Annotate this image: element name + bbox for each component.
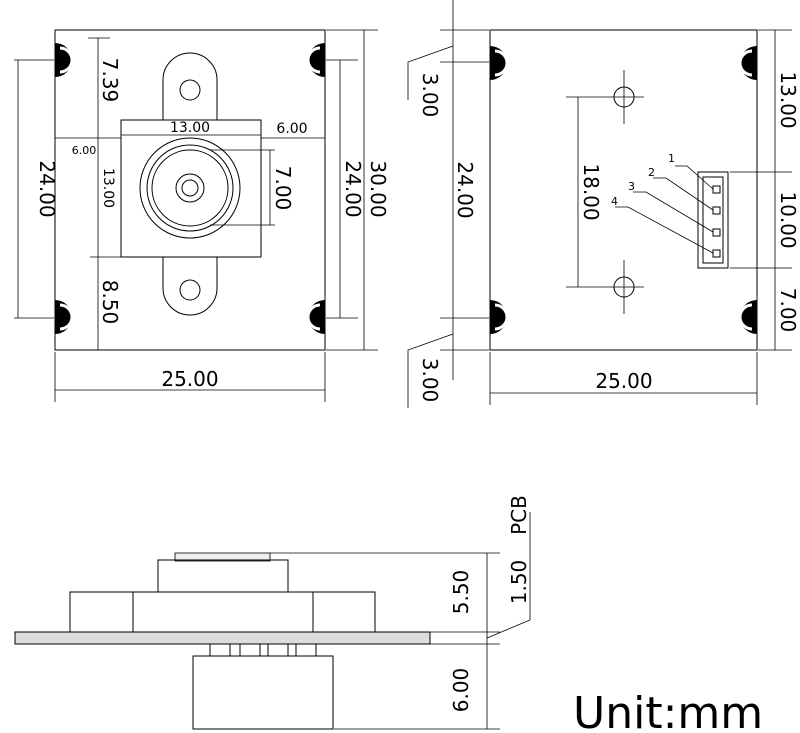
back-dim-bottom-margin: 3.00 bbox=[418, 358, 442, 403]
front-dim-height-left: 24.00 bbox=[35, 160, 59, 217]
back-dim-height: 24.00 bbox=[453, 161, 477, 218]
side-view: 5.50 6.00 1.50 PCB bbox=[14, 495, 531, 730]
side-pcb bbox=[14, 631, 431, 645]
pin-label-4: 4 bbox=[611, 195, 618, 208]
side-bottom-body bbox=[192, 655, 334, 730]
front-dim-height-outer: 30.00 bbox=[366, 160, 390, 217]
side-dim-height-bottom: 6.00 bbox=[449, 668, 473, 713]
front-view: 24.00 7.39 13.00 6.00 6.00 13.00 8.50 7.… bbox=[14, 29, 390, 402]
side-dim-pcb-thickness: 1.50 bbox=[507, 560, 531, 605]
lens-holder bbox=[120, 119, 262, 258]
back-board-outline bbox=[489, 29, 758, 351]
front-dim-lens-left: 6.00 bbox=[72, 144, 97, 157]
side-pcb-label: PCB bbox=[507, 495, 531, 535]
pin-label-3: 3 bbox=[628, 180, 635, 193]
front-dim-height-inner: 24.00 bbox=[341, 160, 365, 217]
back-dim-connector-height: 10.00 bbox=[776, 191, 800, 248]
front-dim-width: 25.00 bbox=[161, 367, 218, 391]
front-board-outline bbox=[54, 29, 326, 351]
back-view: 1 2 3 4 3.00 24.00 3.00 18.00 13.00 10 bbox=[407, 0, 800, 408]
back-dim-hole-spacing: 18.00 bbox=[579, 163, 603, 220]
lens-mount-tab-bottom bbox=[162, 257, 218, 316]
front-dim-bottom-offset: 8.50 bbox=[98, 280, 122, 325]
lens-mount-tab-top bbox=[162, 52, 218, 120]
pin-label-2: 2 bbox=[648, 166, 655, 179]
connector: 1 2 3 4 bbox=[611, 152, 729, 269]
back-dim-connector-bottom: 7.00 bbox=[776, 288, 800, 333]
side-lens-top bbox=[157, 559, 289, 593]
side-connector-pins bbox=[209, 643, 317, 657]
side-holder bbox=[69, 591, 376, 633]
back-dim-top-margin: 3.00 bbox=[418, 73, 442, 118]
pin-label-1: 1 bbox=[668, 152, 675, 165]
front-dim-lens-diameter: 7.00 bbox=[271, 166, 295, 211]
side-dim-height-top: 5.50 bbox=[449, 570, 473, 615]
unit-label: Unit:mm bbox=[573, 688, 763, 733]
front-dim-lens-width: 13.00 bbox=[170, 120, 210, 136]
lens bbox=[139, 137, 241, 239]
back-dim-connector-top: 13.00 bbox=[776, 71, 800, 128]
back-dim-width: 25.00 bbox=[595, 369, 652, 393]
front-dim-lens-height: 13.00 bbox=[100, 168, 116, 208]
front-dim-top-offset: 7.39 bbox=[98, 58, 122, 103]
front-dim-lens-right: 6.00 bbox=[276, 121, 307, 137]
